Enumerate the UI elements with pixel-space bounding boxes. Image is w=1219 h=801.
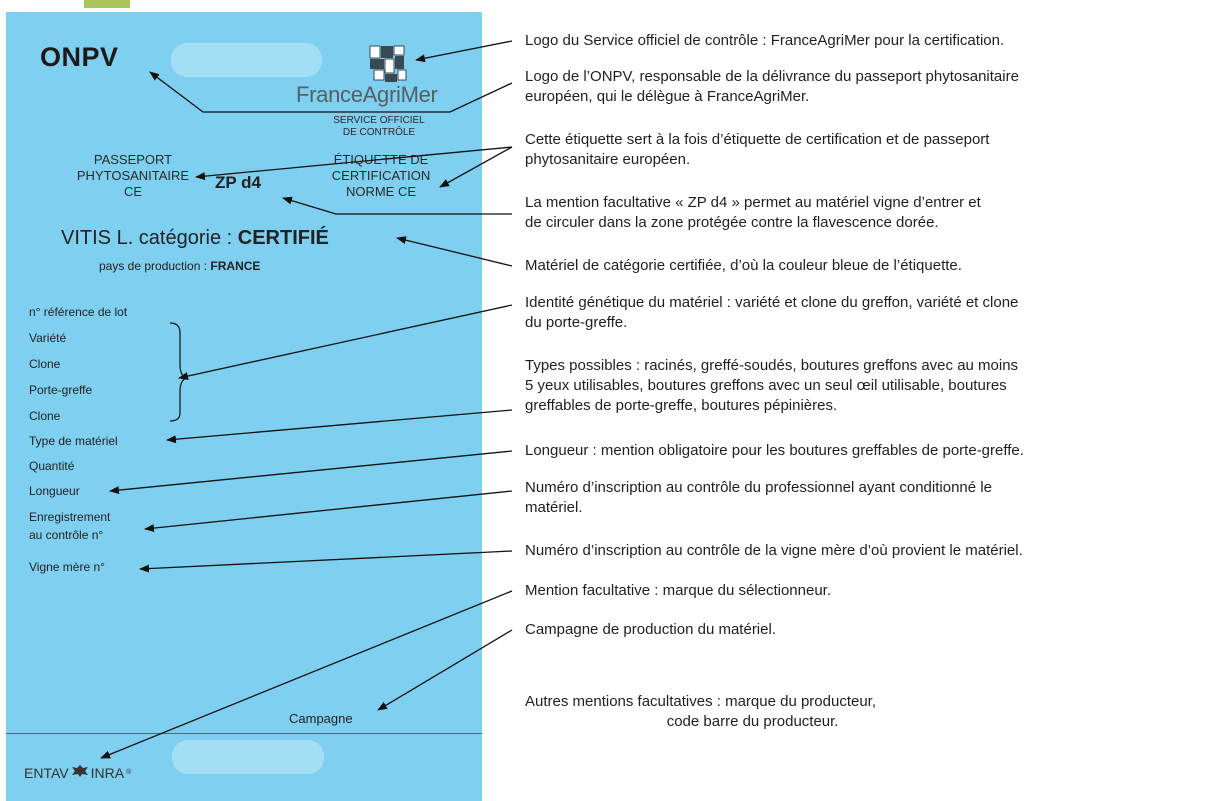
note-enregistrement: Numéro d’inscription au contrôle du prof… <box>525 479 992 516</box>
franceagrimer-wordmark: FranceAgriMer <box>296 82 438 107</box>
field-enregistrement-2: au contrôle n° <box>29 528 104 542</box>
brace <box>169 322 188 422</box>
onpv-logo: ONPV <box>40 42 119 72</box>
bottom-blank-field <box>172 740 324 774</box>
service-line-2: DE CONTRÔLE <box>342 127 416 138</box>
note-campagne: Campagne de production du matériel. <box>525 621 776 638</box>
field-longueur: Longueur <box>29 484 80 498</box>
etiquette-line-2: CERTIFICATION <box>331 168 431 183</box>
registered-mark: ® <box>126 769 132 776</box>
field-quantite: Quantité <box>29 459 75 473</box>
arrow-etiquette <box>439 146 513 188</box>
arrow-service-officiel <box>415 40 513 63</box>
label-separator <box>6 733 482 734</box>
inra-text: INRA <box>90 764 125 781</box>
arrow-campagne <box>377 629 513 711</box>
field-lot: n° référence de lot <box>29 305 128 319</box>
note-categorie: Matériel de catégorie certifiée, d’où la… <box>525 257 962 274</box>
passeport-line-2: PHYTOSANITAIRE <box>76 168 190 183</box>
passeport-line-3: CE <box>123 184 143 199</box>
entav-text: ENTAV <box>24 764 69 781</box>
note-service-officiel: Logo du Service officiel de contrôle : F… <box>525 32 1005 49</box>
passeport-line-1: PASSEPORT <box>93 152 173 167</box>
franceagrimer-logo-icon <box>366 44 412 86</box>
note-identite-genetique: Identité génétique du matériel : variété… <box>525 294 1019 331</box>
field-variete: Variété <box>29 331 67 345</box>
arrow-onpv <box>149 71 513 113</box>
top-blank-field <box>171 43 322 77</box>
arrow-selectionneur <box>100 590 513 759</box>
field-clone-porte-greffe: Clone <box>29 409 61 423</box>
corner-tab <box>84 0 130 8</box>
vitis-category-value: CERTIFIÉ <box>237 227 329 249</box>
pays-value: FRANCE <box>210 259 261 273</box>
arrow-types <box>166 409 513 444</box>
plant-label-card <box>6 12 482 801</box>
zp-mention: ZP d4 <box>215 173 261 192</box>
entav-inra-logo: ENTAV INRA® <box>24 764 131 781</box>
field-porte-greffe: Porte-greffe <box>29 383 93 397</box>
arrow-categorie <box>396 236 513 267</box>
field-enregistrement-1: Enregistrement <box>29 510 111 524</box>
arrow-zp-d4 <box>282 196 512 215</box>
arrow-passeport <box>195 146 513 181</box>
vitis-category-line: VITIS L. catégorie : CERTIFIÉ <box>61 227 329 250</box>
arrow-enregistrement <box>144 490 513 533</box>
note-types-possibles: Types possibles : racinés, greffé-soudés… <box>525 357 1019 414</box>
note-longueur: Longueur : mention obligatoire pour les … <box>525 442 1024 459</box>
arrow-identite <box>178 304 513 380</box>
service-officiel-label: SERVICE OFFICIEL DE CONTRÔLE <box>319 115 439 139</box>
campagne-label: Campagne <box>289 711 353 726</box>
field-clone-greffon: Clone <box>29 357 61 371</box>
service-line-1: SERVICE OFFICIEL <box>333 115 425 126</box>
note-vigne-mere: Numéro d’inscription au contrôle de la v… <box>525 542 1023 559</box>
pays-production-line: pays de production : FRANCE <box>99 259 260 273</box>
note-autres-mentions: Autres mentions facultatives : marque du… <box>525 693 877 730</box>
pays-prefix: pays de production : <box>99 259 208 273</box>
vine-leaf-icon <box>71 764 89 781</box>
etiquette-line-3: NORME CE <box>345 184 417 199</box>
arrow-longueur <box>109 450 513 495</box>
vitis-prefix: VITIS L. catégorie : <box>61 227 233 249</box>
note-onpv: Logo de l’ONPV, responsable de la délivr… <box>525 68 1019 105</box>
arrow-vigne-mere <box>139 550 513 573</box>
passeport-label: PASSEPORT PHYTOSANITAIRE CE <box>64 152 202 200</box>
field-vigne-mere: Vigne mère n° <box>29 560 105 574</box>
note-double-etiquette: Cette étiquette sert à la fois d’étiquet… <box>525 131 990 168</box>
note-selectionneur: Mention facultative : marque du sélectio… <box>525 582 832 599</box>
field-type-materiel: Type de matériel <box>29 434 118 448</box>
note-zp-d4: La mention facultative « ZP d4 » permet … <box>525 194 981 231</box>
